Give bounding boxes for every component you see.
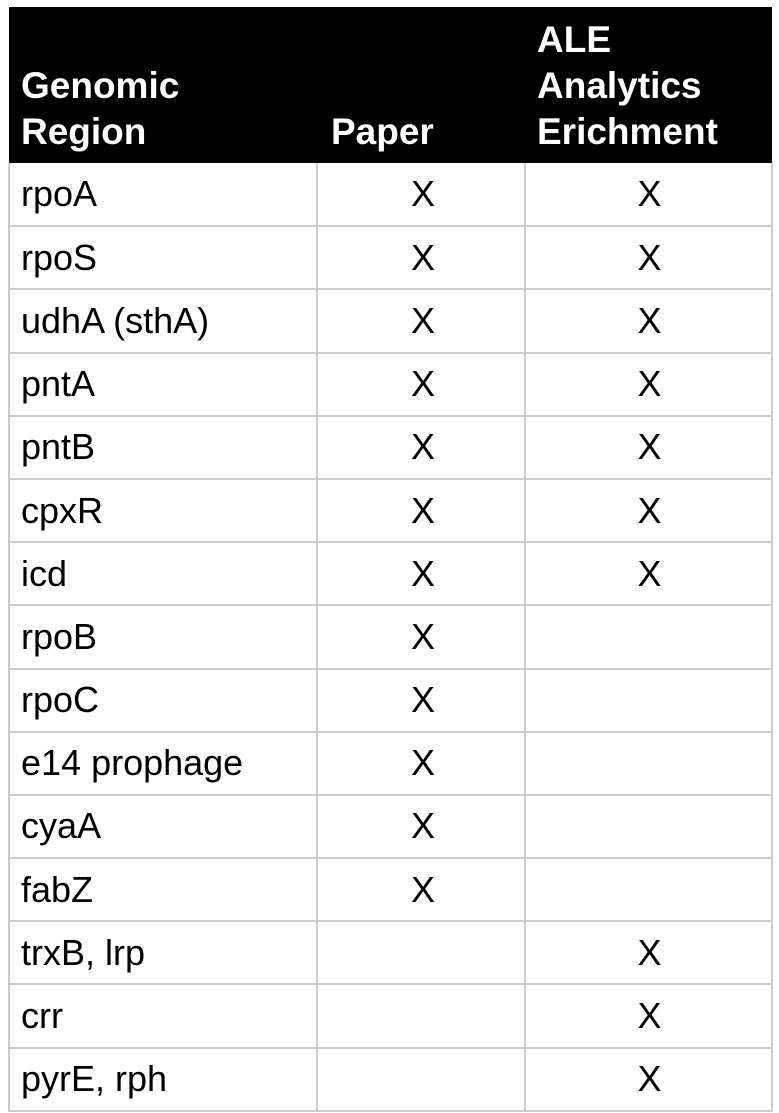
paper-mark-cell: X: [316, 667, 526, 733]
table-row: cpxR X X: [8, 477, 773, 544]
paper-mark-cell: X: [316, 351, 526, 417]
table-row: pyrE, rph X: [8, 1046, 773, 1112]
paper-mark-cell: X: [316, 730, 526, 796]
paper-mark-cell: X: [316, 288, 526, 354]
header-row: Genomic Region Paper ALE Analytics Erich…: [9, 7, 772, 163]
paper-mark-cell: X: [316, 414, 526, 480]
table-row: pntB X X: [8, 414, 773, 480]
header-genomic-region-line-1: Genomic: [21, 65, 180, 106]
ale-mark-cell: X: [524, 920, 773, 986]
table-row: cyaA X: [8, 793, 773, 860]
region-cell: rpoC: [8, 667, 318, 733]
table-row: rpoC X: [8, 667, 773, 733]
table-header: Genomic Region Paper ALE Analytics Erich…: [9, 7, 772, 163]
region-cell: udhA (sthA): [8, 288, 318, 354]
region-cell: icd: [8, 541, 318, 607]
header-genomic-region-line-2: Region: [21, 111, 147, 152]
ale-mark-cell: [524, 857, 773, 923]
table-row: pntA X X: [8, 351, 773, 417]
paper-mark-cell: X: [316, 225, 526, 291]
header-paper-line-1: Paper: [331, 111, 434, 152]
ale-mark-cell: [524, 730, 773, 796]
header-ale-analytics-erichment: ALE Analytics Erichment: [525, 7, 772, 163]
region-cell: cpxR: [8, 477, 318, 544]
region-cell: rpoS: [8, 225, 318, 291]
region-cell: pntA: [8, 351, 318, 417]
ale-mark-cell: X: [524, 225, 773, 291]
table-row: rpoB X: [8, 604, 773, 670]
region-cell: rpoA: [8, 163, 318, 228]
table-row: rpoS X X: [8, 225, 773, 291]
header-ale-line-1: ALE: [537, 19, 611, 60]
ale-mark-cell: X: [524, 477, 773, 544]
table-row: trxB, lrp X: [8, 920, 773, 986]
table-row: rpoA X X: [8, 163, 773, 228]
region-cell: pntB: [8, 414, 318, 480]
ale-mark-cell: X: [524, 1046, 773, 1112]
region-cell: rpoB: [8, 604, 318, 670]
table-row: e14 prophage X: [8, 730, 773, 796]
paper-mark-cell: X: [316, 477, 526, 544]
ale-mark-cell: X: [524, 288, 773, 354]
ale-mark-cell: [524, 604, 773, 670]
genomic-region-table: Genomic Region Paper ALE Analytics Erich…: [8, 7, 773, 1112]
region-cell: cyaA: [8, 793, 318, 860]
ale-mark-cell: X: [524, 163, 773, 228]
table-row: fabZ X: [8, 857, 773, 923]
table-row: udhA (sthA) X X: [8, 288, 773, 354]
paper-mark-cell: X: [316, 541, 526, 607]
header-ale-line-2: Analytics: [537, 65, 702, 106]
header-ale-line-3: Erichment: [537, 111, 718, 152]
table-row: crr X: [8, 983, 773, 1049]
paper-mark-cell: X: [316, 604, 526, 670]
ale-mark-cell: [524, 793, 773, 860]
ale-mark-cell: X: [524, 414, 773, 480]
header-genomic-region: Genomic Region: [9, 7, 317, 163]
region-cell: crr: [8, 983, 318, 1049]
region-cell: trxB, lrp: [8, 920, 318, 986]
ale-mark-cell: [524, 667, 773, 733]
table-row: icd X X: [8, 541, 773, 607]
paper-mark-cell: X: [316, 793, 526, 860]
region-cell: pyrE, rph: [8, 1046, 318, 1112]
region-cell: e14 prophage: [8, 730, 318, 796]
ale-mark-cell: X: [524, 351, 773, 417]
table-body: rpoA X X rpoS X X udhA (sthA) X X pntA X…: [8, 163, 773, 1112]
paper-mark-cell: [316, 920, 526, 986]
paper-mark-cell: X: [316, 163, 526, 228]
paper-mark-cell: [316, 1046, 526, 1112]
ale-mark-cell: X: [524, 541, 773, 607]
header-paper: Paper: [317, 7, 525, 163]
paper-mark-cell: [316, 983, 526, 1049]
ale-mark-cell: X: [524, 983, 773, 1049]
region-cell: fabZ: [8, 857, 318, 923]
paper-mark-cell: X: [316, 857, 526, 923]
